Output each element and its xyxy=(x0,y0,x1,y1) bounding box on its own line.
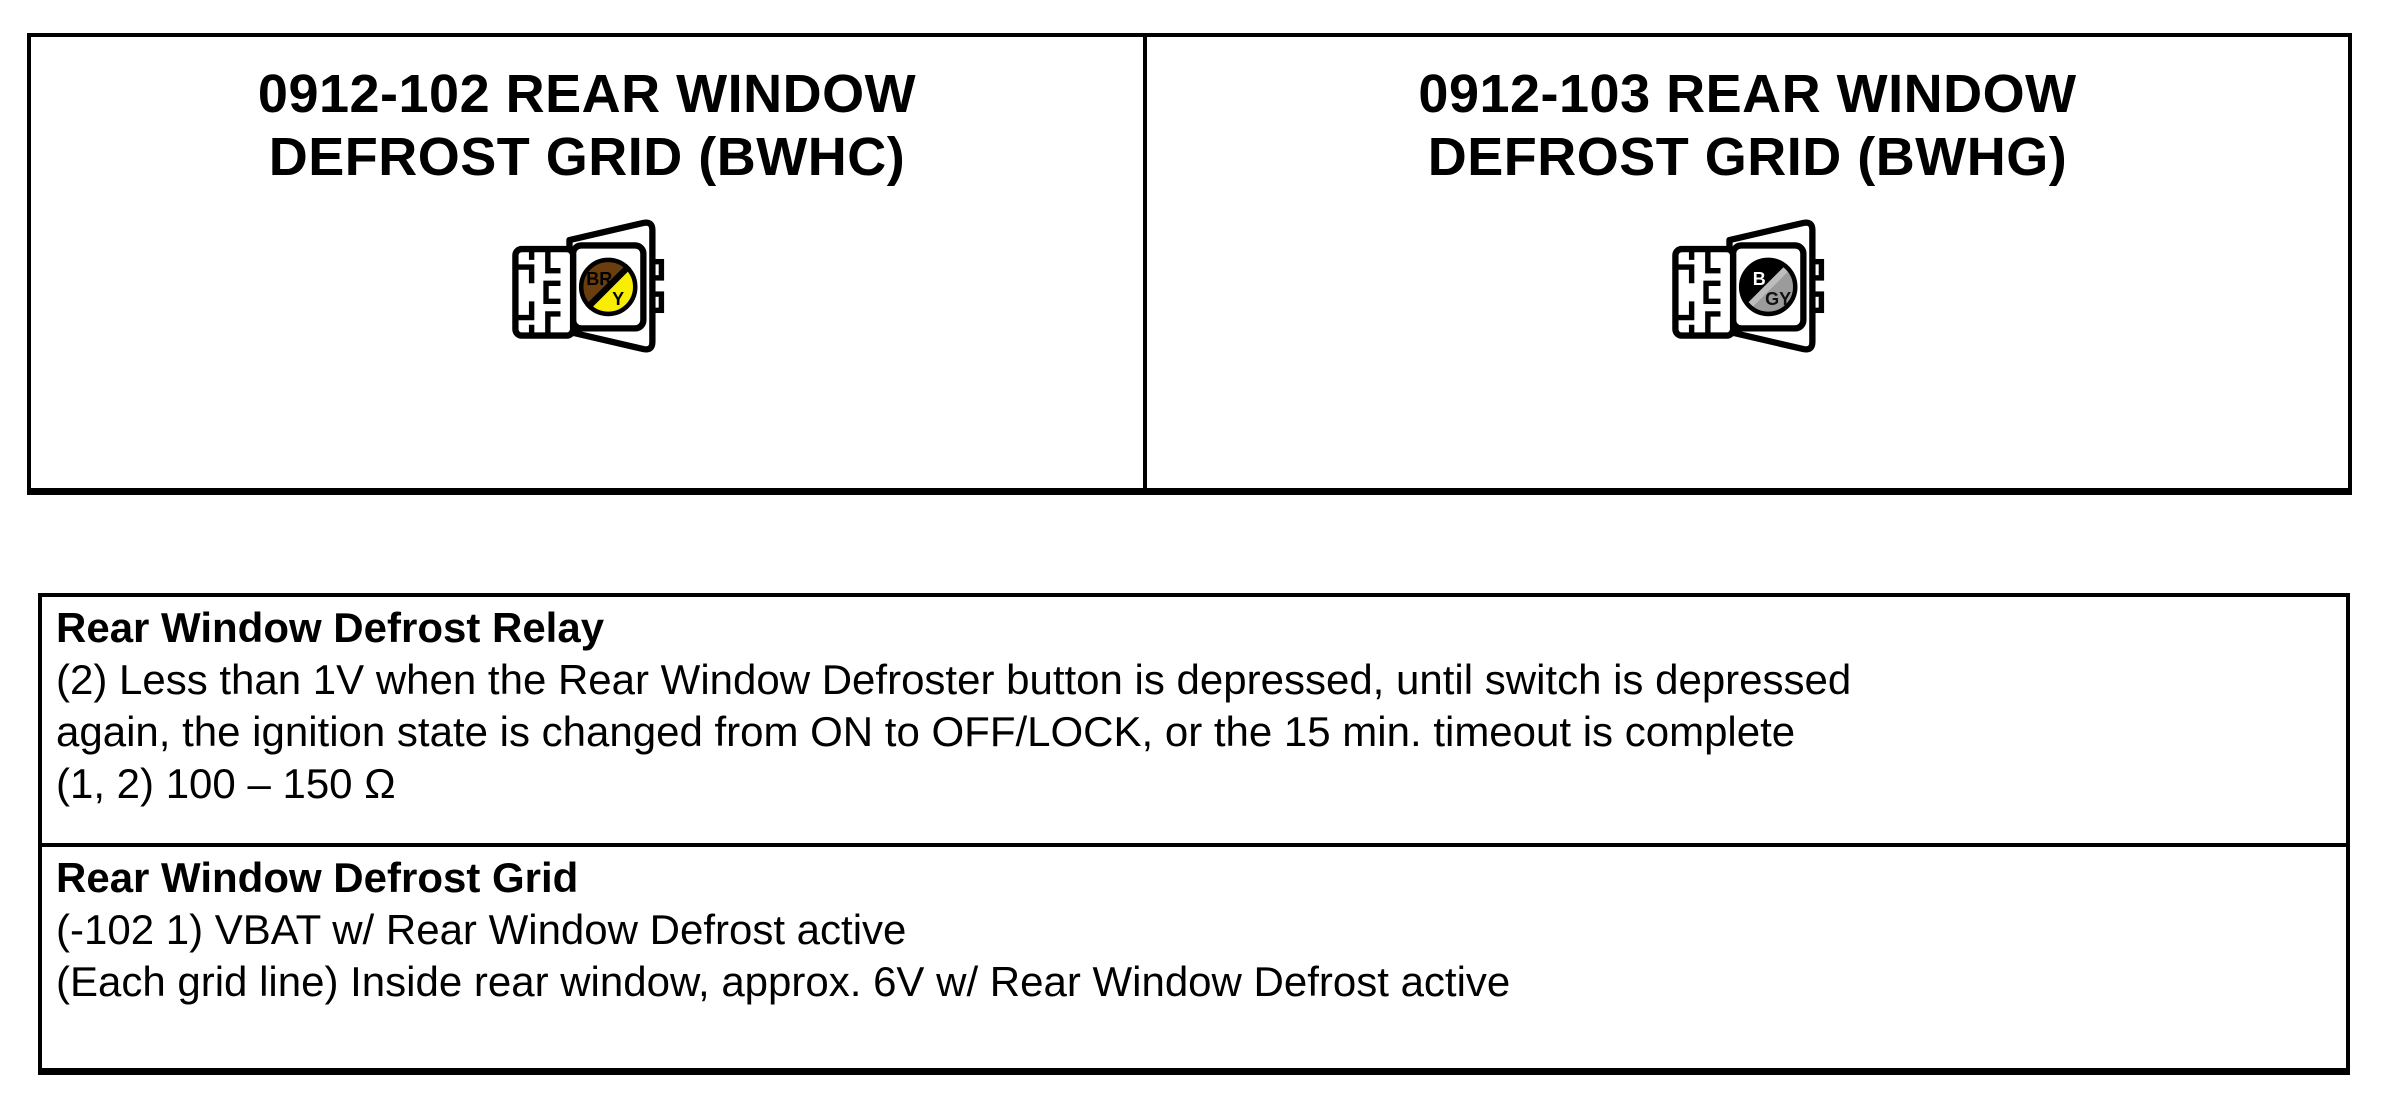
wire-color-circle xyxy=(1738,257,1798,317)
notes-table: Rear Window Defrost Relay (2) Less than … xyxy=(38,593,2350,1075)
note-heading: Rear Window Defrost Relay xyxy=(56,604,605,651)
wire-color-label-2: Y xyxy=(612,289,624,309)
connector-plug-icon: BR Y xyxy=(511,219,664,353)
connector-terminal-maze xyxy=(1675,249,1721,336)
note-line: again, the ignition state is changed fro… xyxy=(56,708,1796,755)
panel-title: 0912-102 REAR WINDOW DEFROST GRID (BWHC) xyxy=(258,63,916,189)
connector-table: 0912-102 REAR WINDOW DEFROST GRID (BWHC) xyxy=(27,33,2352,495)
panel-title-line2: DEFROST GRID (BWHG) xyxy=(1427,127,2068,187)
wire-color-half-2 xyxy=(1749,267,1795,314)
connector-panel-0912-103: 0912-103 REAR WINDOW DEFROST GRID (BWHG) xyxy=(1147,37,2348,488)
panel-title-line2: DEFROST GRID (BWHC) xyxy=(268,127,906,187)
note-heading: Rear Window Defrost Grid xyxy=(56,854,579,901)
note-line: (1, 2) 100 – 150 Ω xyxy=(56,760,396,807)
note-section-relay: Rear Window Defrost Relay (2) Less than … xyxy=(42,597,2346,847)
wire-color-circle xyxy=(578,257,638,317)
wire-color-divider xyxy=(584,263,631,310)
connector-plug-icon: B GY xyxy=(1672,219,1825,353)
wire-color-label-2: GY xyxy=(1765,289,1791,309)
panel-title-line1: 0912-103 REAR WINDOW xyxy=(1418,64,2077,124)
note-line: (2) Less than 1V when the Rear Window De… xyxy=(56,656,1852,703)
note-line: (Each grid line) Inside rear window, app… xyxy=(56,958,1511,1005)
connector-panel-0912-102: 0912-102 REAR WINDOW DEFROST GRID (BWHC) xyxy=(31,37,1147,488)
wire-color-half-1 xyxy=(1741,260,1788,307)
panel-title: 0912-103 REAR WINDOW DEFROST GRID (BWHG) xyxy=(1418,63,2076,189)
wire-color-half-1 xyxy=(581,260,627,307)
connector-terminal-maze xyxy=(514,249,560,336)
wire-color-label-1: B xyxy=(1753,269,1766,289)
wire-color-divider xyxy=(1745,263,1792,310)
wire-color-half-2 xyxy=(588,267,635,314)
panel-title-line1: 0912-102 REAR WINDOW xyxy=(257,64,917,124)
note-section-grid: Rear Window Defrost Grid (-102 1) VBAT w… xyxy=(42,847,2346,1068)
note-line: (-102 1) VBAT w/ Rear Window Defrost act… xyxy=(56,906,907,953)
wire-color-label-1: BR xyxy=(586,269,612,289)
